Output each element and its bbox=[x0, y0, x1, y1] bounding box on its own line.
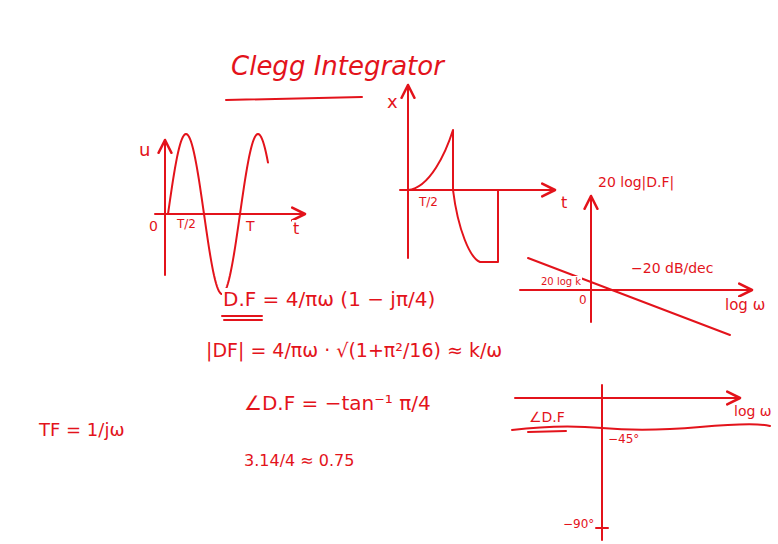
label: 0 bbox=[578, 294, 588, 308]
label: ∠D.F = −tan⁻¹ π/4 bbox=[243, 392, 432, 415]
label: log ω bbox=[733, 403, 773, 419]
label: TF = 1/jω bbox=[38, 420, 125, 441]
label: T/2 bbox=[418, 196, 439, 210]
label: log ω bbox=[724, 297, 766, 314]
sine-input bbox=[168, 134, 268, 294]
magnitude-line bbox=[528, 258, 730, 335]
phase-axis bbox=[601, 385, 603, 540]
title: Clegg Integrator bbox=[230, 52, 445, 82]
label: |DF| = 4/πω · √(1+π²/16) ≈ k/ω bbox=[205, 340, 503, 362]
t-axis bbox=[155, 213, 305, 215]
label: −45° bbox=[607, 433, 640, 447]
x-axis bbox=[407, 85, 409, 258]
label: 20 log k bbox=[540, 276, 582, 288]
t-axis bbox=[400, 189, 555, 191]
label: D.F = 4/πω (1 − jπ/4) bbox=[222, 288, 436, 311]
label: −90° bbox=[562, 518, 595, 532]
phase-underline bbox=[528, 431, 566, 432]
magnitude-axis bbox=[590, 196, 592, 322]
label: t bbox=[560, 194, 568, 212]
u-axis bbox=[164, 140, 166, 275]
title-underline bbox=[226, 97, 362, 100]
frequency-axis bbox=[520, 289, 752, 291]
label: u bbox=[138, 140, 151, 161]
df-underline bbox=[222, 316, 262, 320]
label: T/2 bbox=[176, 218, 197, 232]
label: t bbox=[292, 220, 300, 238]
clegg-output bbox=[408, 130, 498, 262]
label: 0 bbox=[148, 218, 159, 234]
label: −20 dB/dec bbox=[630, 260, 714, 276]
label: 3.14/4 ≈ 0.75 bbox=[243, 452, 355, 470]
label: 20 log|D.F| bbox=[597, 174, 675, 190]
frequency-axis bbox=[515, 397, 740, 399]
label: T bbox=[245, 218, 256, 234]
label: ∠D.F bbox=[528, 409, 566, 425]
label: x bbox=[386, 92, 399, 113]
tick bbox=[596, 527, 608, 529]
